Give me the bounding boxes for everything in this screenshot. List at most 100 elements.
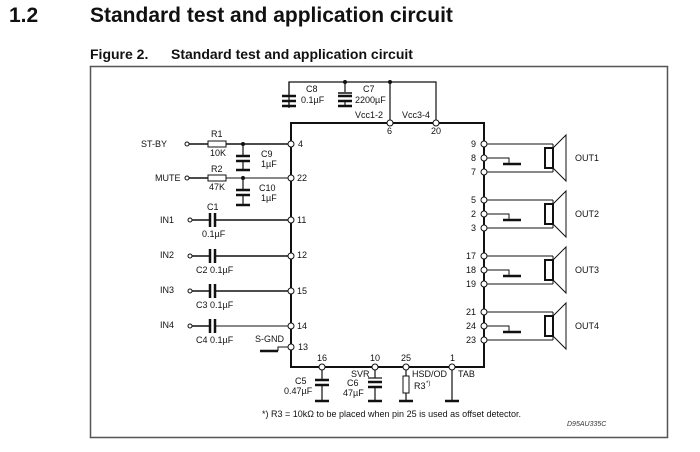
capacitor-c8-symbol [282, 82, 296, 108]
pin-23 [480, 336, 488, 344]
r2-name: R2 [211, 164, 223, 174]
pin-22-label: 22 [297, 173, 307, 183]
speaker-coil [544, 259, 554, 281]
ground-wire [484, 213, 510, 219]
r1-name: R1 [211, 129, 223, 139]
in1-label: IN1 [160, 215, 174, 225]
c1-value: 0.1µF [202, 229, 226, 239]
pin-3-label: 3 [471, 223, 476, 233]
pin-19 [480, 280, 488, 288]
pin-22 [287, 174, 295, 182]
hsd-label: HSD/OD [412, 369, 448, 379]
pin-14-label: 14 [297, 321, 307, 331]
bottom-network [315, 367, 459, 403]
mute-label: MUTE [155, 173, 181, 183]
stby-label: ST-BY [141, 139, 167, 149]
figure-frame [89, 65, 669, 439]
junction-dot [343, 80, 347, 84]
pin-17-label: 17 [466, 251, 476, 261]
c10-value: 1µF [261, 193, 277, 203]
pin-1 [448, 363, 456, 371]
speaker-cone-icon [552, 245, 567, 295]
pin-4-label: 4 [298, 139, 303, 149]
pin-14 [287, 322, 295, 330]
pin-6 [386, 119, 394, 127]
pin-1-label: 1 [450, 353, 455, 363]
pin-9 [480, 140, 488, 148]
pin-17 [480, 252, 488, 260]
pin-11-label: 11 [297, 215, 306, 225]
tab-label: TAB [458, 369, 475, 379]
pin-6-label: 6 [387, 126, 392, 136]
speaker-coil [544, 147, 554, 169]
c5-value: 0.47µF [284, 386, 313, 396]
pin-20 [432, 119, 440, 127]
pin-16 [318, 363, 326, 371]
pin-21-label: 21 [466, 307, 476, 317]
input-networks [187, 213, 289, 353]
pin-15 [287, 287, 295, 295]
pin-20-label: 20 [431, 126, 441, 136]
section-number: 1.2 [9, 4, 39, 27]
speaker-cone-icon [552, 189, 567, 239]
speaker-cone-icon [552, 133, 567, 183]
c9-name: C9 [261, 149, 273, 159]
pin-8-label: 8 [471, 153, 476, 163]
section-title: Standard test and application circuit [90, 4, 453, 27]
pin-2 [480, 210, 488, 218]
c1-name: C1 [207, 202, 219, 212]
c2-label: C2 0.1µF [196, 265, 234, 275]
pin-25-label: 25 [401, 353, 411, 363]
pin-24 [480, 322, 488, 330]
pin-18 [480, 266, 488, 274]
ground-wire [484, 157, 510, 163]
junction-dot [241, 142, 245, 146]
speaker-cone-icon [552, 301, 567, 351]
figure-title: Standard test and application circuit [171, 46, 413, 62]
pin-7 [480, 168, 488, 176]
speaker-coil [544, 315, 554, 337]
pin-11 [287, 216, 295, 224]
junction-dot [241, 176, 245, 180]
svr-label: SVR [351, 369, 370, 379]
c3-label: C3 0.1µF [196, 300, 234, 310]
pin-15-label: 15 [297, 286, 307, 296]
output-label-1: OUT1 [575, 153, 599, 163]
in2-label: IN2 [160, 250, 174, 260]
c4-label: C4 0.1µF [196, 335, 234, 345]
pin-25 [402, 363, 410, 371]
pin-10-label: 10 [370, 353, 380, 363]
pin-4 [287, 140, 295, 148]
pin-3 [480, 224, 488, 232]
vcc34-label: Vcc3-4 [402, 110, 430, 120]
c6-name: C6 [347, 378, 359, 388]
pin-10 [371, 363, 379, 371]
pin-24-label: 24 [466, 321, 476, 331]
footnote: *) R3 = 10kΩ to be placed when pin 25 is… [262, 409, 521, 419]
pin-16-label: 16 [317, 353, 327, 363]
pin-7-label: 7 [471, 167, 476, 177]
pin-23-label: 23 [466, 335, 476, 345]
pin-21 [480, 308, 488, 316]
pin-9-label: 9 [471, 139, 476, 149]
r2-value: 47K [209, 182, 225, 192]
sgnd-label: S-GND [255, 334, 285, 344]
ground-wire [484, 325, 510, 331]
r3-footnote-mark: *) [426, 381, 430, 387]
c6-value: 47µF [343, 388, 364, 398]
c10-name: C10 [259, 183, 276, 193]
pin-8 [480, 154, 488, 162]
pin-19-label: 19 [466, 279, 476, 289]
c7-name: C7 [363, 84, 375, 94]
pin-5-label: 5 [471, 195, 476, 205]
output-label-3: OUT3 [575, 265, 599, 275]
drawing-code: D95AU335C [567, 421, 607, 428]
speaker-coil [544, 203, 554, 225]
pin-2-label: 2 [471, 209, 476, 219]
c8-name: C8 [306, 84, 318, 94]
output-label-4: OUT4 [575, 321, 599, 331]
ic-body [290, 122, 485, 368]
pin-5 [480, 196, 488, 204]
pin-13 [287, 343, 295, 351]
